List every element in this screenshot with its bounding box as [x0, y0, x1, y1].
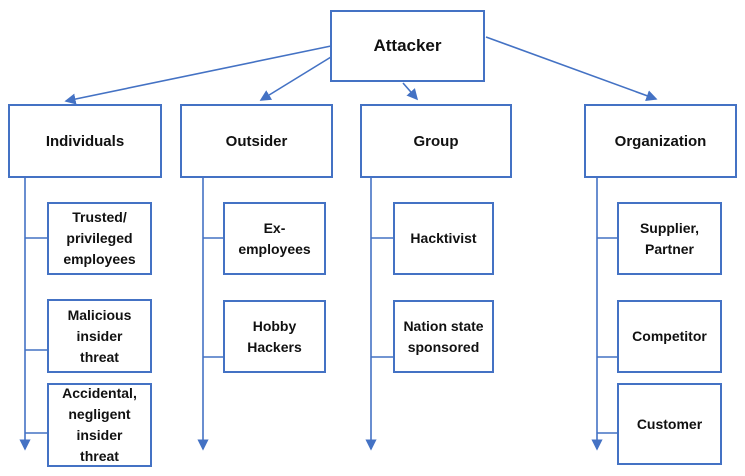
node-hobby-hackers: Hobby Hackers: [223, 300, 326, 373]
node-organization: Organization: [584, 104, 737, 178]
node-nation-state-sponsored: Nation state sponsored: [393, 300, 494, 373]
node-competitor: Competitor: [617, 300, 722, 373]
node-customer: Customer: [617, 383, 722, 465]
edge-attacker-organization: [485, 36, 658, 101]
node-individuals: Individuals: [8, 104, 162, 178]
node-ex-employees: Ex- employees: [223, 202, 326, 275]
node-malicious-insider-threat: Malicious insider threat: [47, 299, 152, 373]
edge-attacker-group: [402, 82, 419, 101]
node-outsider: Outsider: [180, 104, 333, 178]
node-trusted-privileged-employees: Trusted/ privileged employees: [47, 202, 152, 275]
node-supplier-partner: Supplier, Partner: [617, 202, 722, 275]
edge-attacker-outsider: [259, 56, 332, 101]
node-hacktivist: Hacktivist: [393, 202, 494, 275]
node-accidental-negligent-insider-threat: Accidental, negligent insider threat: [47, 383, 152, 467]
node-attacker: Attacker: [330, 10, 485, 82]
node-group: Group: [360, 104, 512, 178]
edge-attacker-individuals: [64, 45, 332, 105]
